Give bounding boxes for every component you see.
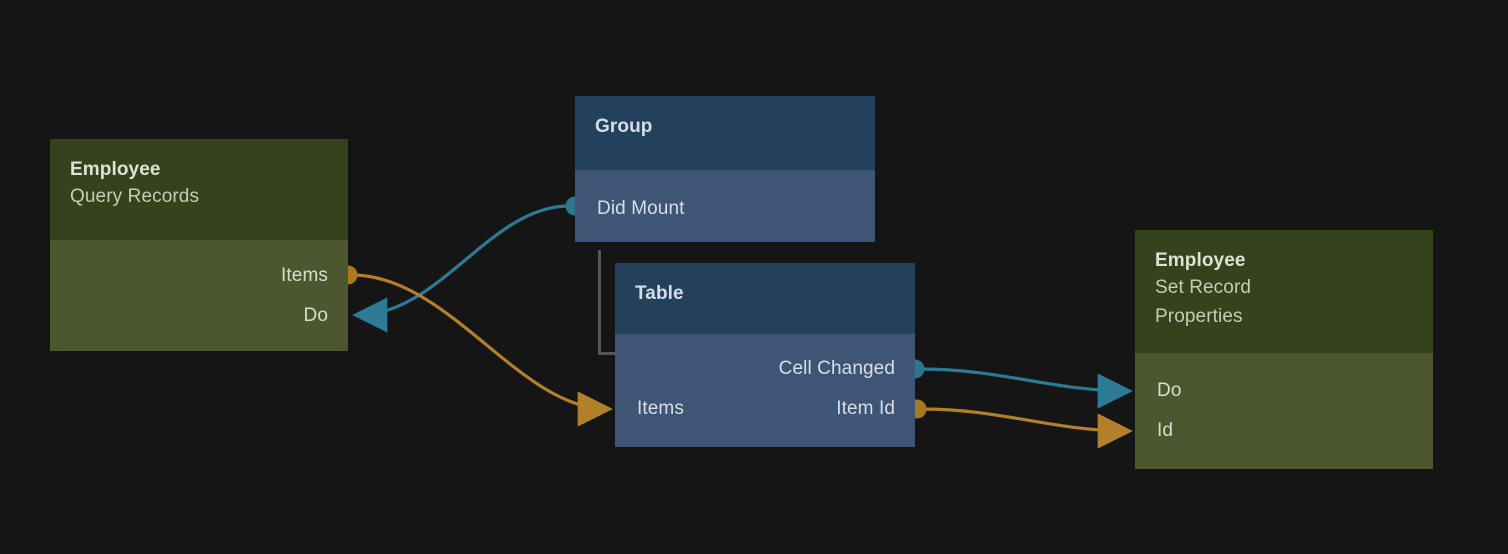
port-row-cell-changed[interactable]: Cell Changed	[779, 358, 895, 380]
port-label: Did Mount	[597, 198, 685, 219]
port-label: Items	[637, 398, 684, 419]
port-label: Items	[281, 265, 328, 286]
node-body[interactable]: Do Id	[1135, 353, 1433, 469]
port-label: Item Id	[836, 398, 895, 419]
port-row-items-in[interactable]: Items	[637, 398, 684, 420]
wire-item-id-to-id	[907, 399, 1133, 449]
node-header[interactable]: Group	[575, 96, 875, 170]
node-title: Group	[595, 116, 653, 137]
node-employee-query-records[interactable]: Employee Query Records Items Do	[50, 139, 348, 351]
node-subtitle: Query Records	[70, 186, 200, 207]
node-employee-set-record-properties[interactable]: Employee Set Record Properties Do Id	[1135, 230, 1433, 469]
node-table[interactable]: Table Cell Changed Items Item Id	[615, 263, 915, 447]
wire-did-mount-to-do	[352, 196, 585, 333]
port-row-id-in[interactable]: Id	[1157, 420, 1173, 442]
node-body[interactable]: Items Do	[50, 240, 348, 351]
port-row-did-mount[interactable]: Did Mount	[597, 198, 685, 220]
node-header[interactable]: Employee Query Records	[50, 139, 348, 240]
node-body[interactable]: Cell Changed Items Item Id	[615, 334, 915, 447]
port-row-items-out[interactable]: Items	[281, 265, 328, 287]
node-subtitle-line-1: Set Record	[1155, 277, 1252, 298]
port-row-do-in[interactable]: Do	[1157, 380, 1182, 402]
port-row-do-out[interactable]: Do	[304, 305, 329, 327]
node-header[interactable]: Employee Set Record Properties	[1135, 230, 1433, 353]
node-title: Table	[635, 283, 684, 304]
port-label: Do	[303, 305, 328, 326]
wire-cell-changed-to-do	[905, 359, 1133, 409]
node-title: Employee	[70, 159, 161, 180]
wire-items-to-table-items	[338, 265, 613, 427]
node-title: Employee	[1155, 250, 1246, 271]
port-row-item-id[interactable]: Item Id	[836, 398, 895, 420]
node-subtitle-line-2: Properties	[1155, 306, 1243, 327]
node-group[interactable]: Group Did Mount	[575, 96, 875, 242]
port-label: Do	[1157, 380, 1182, 401]
port-label: Id	[1157, 420, 1174, 441]
node-header[interactable]: Table	[615, 263, 915, 334]
node-body[interactable]: Did Mount	[575, 170, 875, 242]
port-label: Cell Changed	[778, 358, 895, 379]
